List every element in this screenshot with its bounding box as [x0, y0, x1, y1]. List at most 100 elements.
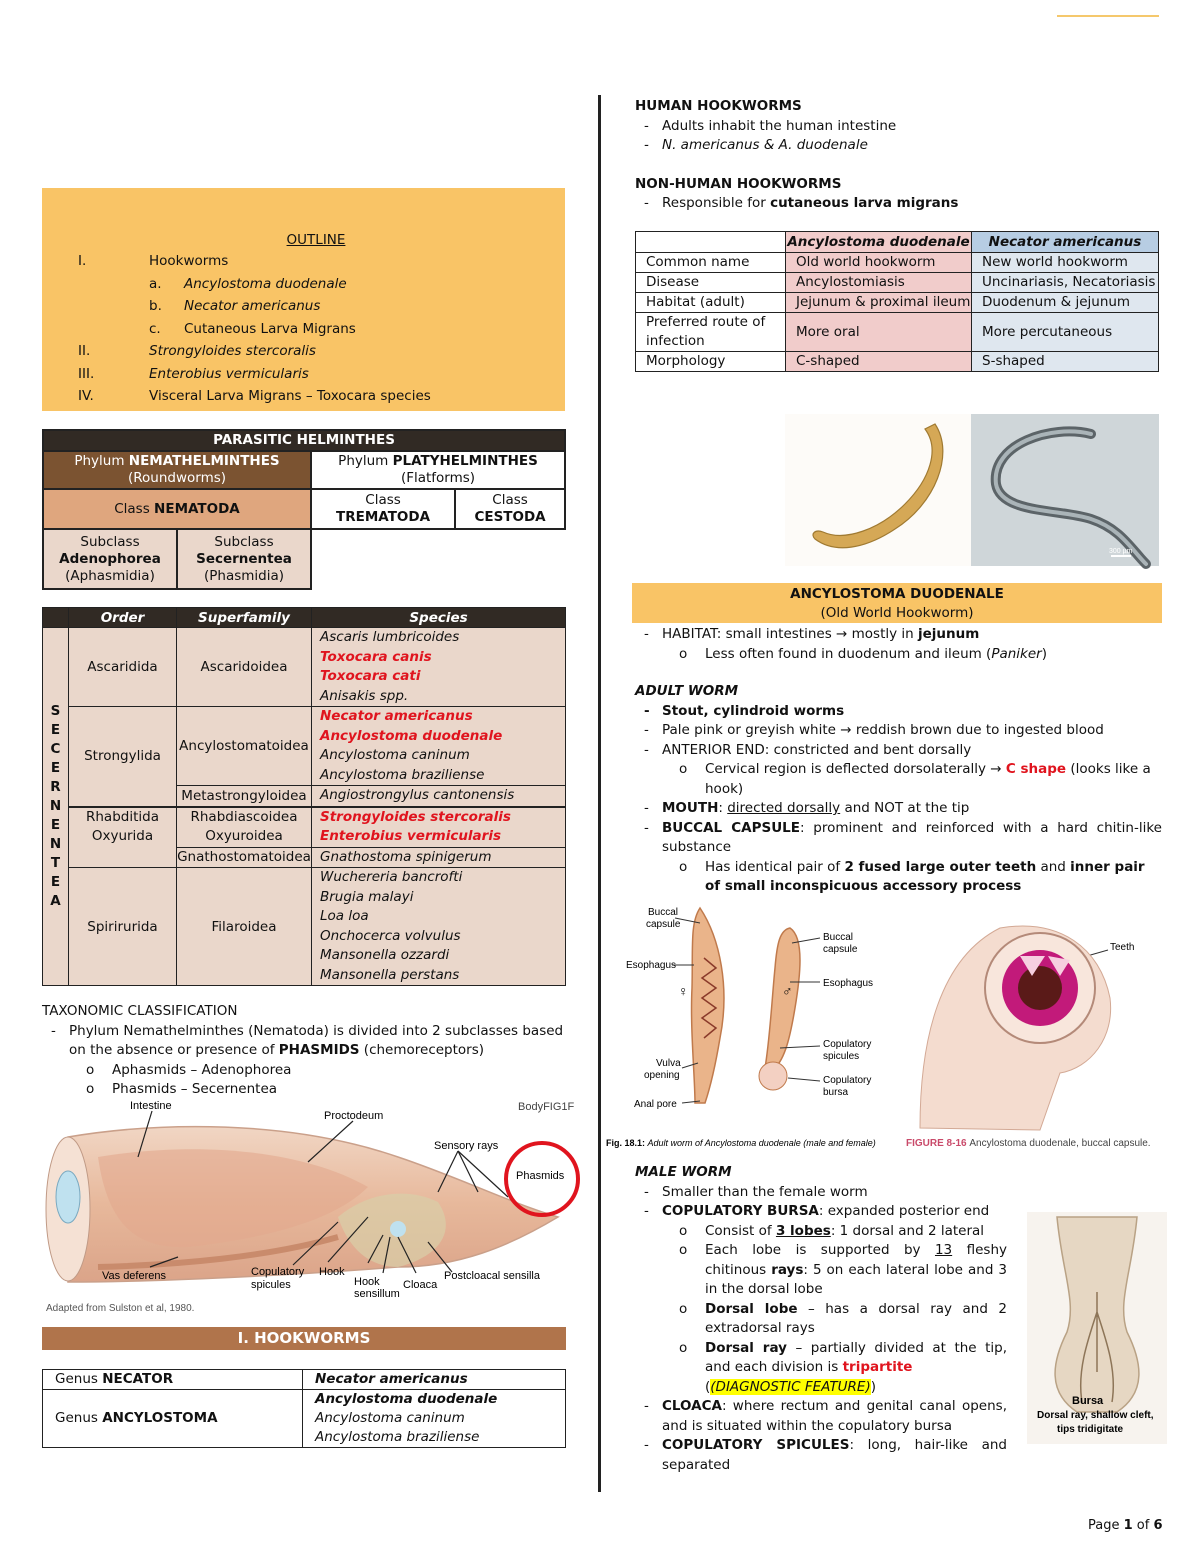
ancylostoma-duodenale-header: ANCYLOSTOMA DUODENALE (Old World Hookwor…	[632, 583, 1162, 623]
nonhuman-hookworms-title: NON-HUMAN HOOKWORMS	[635, 175, 842, 192]
bursa-figure: Bursa Dorsal ray, shallow cleft, tips tr…	[1027, 1212, 1167, 1444]
nemathelminthes-cell: Phylum NEMATHELMINTHES(Roundworms)	[42, 450, 312, 490]
fig2-buccal-a: Buccal	[648, 907, 678, 918]
male-bullet-cloaca: CLOACA: where rectum and genital canal o…	[635, 1397, 1007, 1436]
compare-ancylostoma: C-shaped	[785, 351, 972, 372]
fig2-buccal-d: capsule	[823, 944, 858, 955]
fig1-label-hook-sensillum-b: sensillum	[354, 1288, 400, 1300]
superfamily-filaroidea: Filaroidea	[176, 867, 312, 986]
fig1-label-phasmids: Phasmids	[516, 1170, 565, 1182]
compare-ancylostoma: Jejunum & proximal ileum	[785, 292, 972, 313]
species-group-3: Strongyloides stercoralis Enterobius ver…	[311, 805, 566, 848]
fig2-copulatory-bursa-b: bursa	[823, 1087, 848, 1098]
adult-worm-title: ADULT WORM	[635, 683, 739, 699]
female-worm-shape	[690, 906, 725, 1104]
genus-ancylostoma-cell: Genus ANCYLOSTOMA	[42, 1389, 303, 1448]
human-bullet-2: N. americanus & A. duodenale	[635, 136, 1165, 156]
outline-item: b.Necator americanus	[149, 298, 321, 314]
superfamily-ascaridoidea: Ascaridoidea	[176, 627, 312, 707]
outline-title: OUTLINE	[286, 232, 346, 248]
adult-bullet-mouth: MOUTH: directed dorsally and NOT at the …	[635, 799, 1162, 819]
adult-sub-teeth: Has identical pair of 2 fused large oute…	[635, 858, 1162, 897]
compare-ancylostoma: More oral	[785, 312, 972, 352]
fig2-male-symbol: ♂	[782, 983, 793, 999]
male-worm-section: MALE WORM Smaller than the female worm C…	[635, 1163, 1007, 1475]
compare-key: Common name	[635, 252, 786, 273]
compare-necator: More percutaneous	[971, 312, 1159, 352]
species-group-4: Wuchereria bancrofti Brugia malayi Loa l…	[311, 867, 566, 986]
fig1-label-proctodeum: Proctodeum	[324, 1110, 383, 1122]
fig2-copulatory-bursa-a: Copulatory	[823, 1075, 871, 1086]
fig1-label-cloaca: Cloaca	[403, 1279, 438, 1291]
intestine-shape	[98, 1149, 368, 1248]
hookworm-types-section: HUMAN HOOKWORMS Adults inhabit the human…	[635, 97, 1165, 214]
header-accent-line	[1057, 15, 1159, 17]
superfamily-ancylostomatoidea: Ancylostomatoidea	[176, 706, 312, 786]
fig2-copulatory-spicules-b: spicules	[823, 1051, 859, 1062]
habitat-bullet: HABITAT: small intestines → mostly in je…	[635, 625, 1162, 645]
ancylostoma-photo	[785, 414, 971, 566]
fig2-caption-left: Fig. 18.1: Adult worm of Ancylostoma duo…	[606, 1138, 876, 1148]
male-bullet-bursa: COPULATORY BURSA: expanded posterior end	[635, 1202, 1007, 1222]
hookworm-comparison-table: Ancylostoma duodenale Necator americanus…	[635, 231, 1159, 372]
compare-key: Preferred route of infection	[635, 312, 786, 352]
male-bursa-shape	[758, 1061, 788, 1091]
bursa-label-line2: tips tridigitate	[1057, 1424, 1124, 1435]
compare-necator: Uncinariasis, Necatoriasis	[971, 272, 1159, 293]
compare-header-necator: Necator americanus	[971, 231, 1159, 253]
photo-scale-label: 300 µm	[1109, 548, 1133, 555]
human-bullet-1: Adults inhabit the human intestine	[635, 117, 1165, 137]
fig1-label-spicules: spicules	[251, 1279, 291, 1291]
fig1-label-sensory-rays: Sensory rays	[434, 1140, 499, 1152]
fig2-esophagus-b: Esophagus	[823, 978, 873, 989]
helminth-table-header: PARASITIC HELMINTHES	[42, 429, 566, 452]
tax-header-side	[42, 607, 69, 628]
human-hookworms-title: HUMAN HOOKWORMS	[635, 98, 802, 114]
fig2-female-symbol: ♀	[678, 983, 689, 999]
taxclass-bullet: Phylum Nemathelminthes (Nematoda) is div…	[42, 1022, 572, 1061]
nonhuman-bullet-1: Responsible for cutaneous larva migrans	[635, 194, 1165, 214]
compare-ancylostoma: Old world hookworm	[785, 252, 972, 273]
order-spirirurida: Spirirurida	[68, 867, 177, 986]
species-gnathostoma: Gnathostoma spinigerum	[311, 846, 566, 868]
female-uterus-coils	[700, 957, 718, 1039]
fig1-label-hook: Hook	[319, 1266, 345, 1278]
tax-header-species: Species	[311, 607, 566, 628]
bursa-label-title: Bursa	[1072, 1395, 1104, 1407]
adult-worm-figure: Buccal capsule Buccal capsule Esophagus …	[606, 906, 1151, 1149]
c-shaped-worm	[812, 423, 944, 549]
adult-sub-3: Cervical region is deflected dorsolatera…	[635, 760, 1162, 799]
species-angiostrongylus: Angiostrongylus cantonensis	[311, 785, 566, 807]
taxonomic-classification-title: TAXONOMIC CLASSIFICATION	[42, 1003, 238, 1019]
compare-necator: Duodenum & jejunum	[971, 292, 1159, 313]
taxclass-sub-aphasmids: Aphasmids – Adenophorea	[42, 1061, 572, 1081]
vas-deferens-shape	[97, 1234, 339, 1270]
fig2-vulva-b: opening	[644, 1070, 680, 1081]
compare-key: Habitat (adult)	[635, 292, 786, 313]
nematoda-cell: Class NEMATODA	[42, 488, 312, 530]
fig2-vulva-a: Vulva	[656, 1058, 681, 1069]
genus-table: Genus NECATOR Necator americanus Genus A…	[42, 1369, 566, 1448]
figure2-leaders	[672, 917, 1109, 1104]
adult-bullet-buccal: BUCCAL CAPSULE: prominent and reinforced…	[635, 819, 1162, 858]
outline-item: II.Strongyloides stercoralis	[78, 343, 316, 359]
outline-item: a.Ancylostoma duodenale	[149, 275, 347, 292]
male-bullet-spicules: COPULATORY SPICULES: long, hair-like and…	[635, 1436, 1007, 1475]
habitat-sub: Less often found in duodenum and ileum (…	[635, 645, 1162, 665]
adult-bullet-3: ANTERIOR END: constricted and bent dorsa…	[635, 741, 1162, 761]
compare-key: Morphology	[635, 351, 786, 372]
tax-header-order: Order	[68, 607, 177, 628]
order-ascaridida: Ascaridida	[68, 627, 177, 707]
fig1-label-corner: BodyFIG1F	[518, 1101, 575, 1113]
genus-necator-cell: Genus NECATOR	[42, 1369, 303, 1390]
fig1-label-hook-sensillum-a: Hook	[354, 1276, 380, 1288]
